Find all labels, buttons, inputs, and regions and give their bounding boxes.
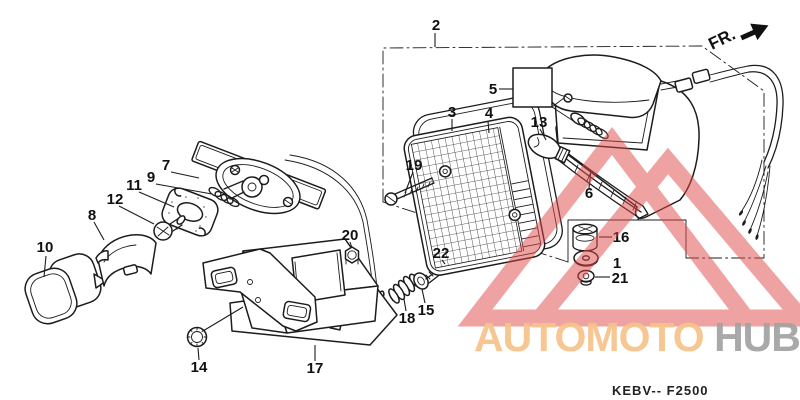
part-label-19: 19 — [406, 157, 423, 174]
part-label-15: 15 — [418, 302, 435, 319]
part-label-3: 3 — [448, 104, 456, 121]
collar-15 — [413, 272, 429, 290]
part-label-5: 5 — [489, 81, 497, 98]
part-label-18: 18 — [399, 310, 416, 327]
socket-spring — [208, 186, 240, 208]
part-label-6: 6 — [585, 185, 593, 202]
watermark-brand: AUTOMOTO HUB — [474, 314, 800, 360]
part-label-1: 1 — [613, 255, 621, 272]
front-direction-marker: FR. — [705, 23, 769, 54]
part-label-10: 10 — [37, 239, 54, 256]
part-label-14: 14 — [191, 359, 208, 376]
part-label-13: 13 — [531, 114, 548, 131]
front-direction-arrow-icon — [740, 23, 769, 41]
bracket-assembly — [202, 238, 398, 346]
part-label-20: 20 — [342, 227, 359, 244]
wire-harness — [660, 64, 784, 240]
diagram-code: KEBV-- F2500 — [612, 383, 709, 398]
part-label-7: 7 — [162, 157, 170, 174]
part-label-11: 11 — [126, 177, 142, 194]
watermark: AUTOMOTO HUB — [457, 127, 800, 360]
taillight-lens-group — [403, 96, 563, 276]
taillight-bulb — [527, 133, 571, 164]
watermark-brand-primary: AUTOMOTO — [474, 314, 704, 360]
part-label-4: 4 — [485, 105, 494, 122]
part-label-22: 22 — [433, 245, 450, 262]
rubber-boot — [24, 253, 107, 325]
license-bulb — [153, 215, 186, 241]
grommet-16 — [572, 223, 598, 252]
part-label-9: 9 — [147, 169, 155, 186]
part-label-12: 12 — [107, 191, 124, 208]
part-label-2: 2 — [432, 17, 440, 34]
front-direction-label: FR. — [705, 25, 738, 54]
lens-screw-19 — [384, 177, 435, 206]
part-label-21: 21 — [612, 270, 629, 287]
part-labels: 1 2 3 4 5 6 7 8 9 10 11 12 13 14 15 16 1… — [37, 17, 630, 377]
mount-nut-20 — [344, 246, 360, 265]
light-cover — [95, 234, 157, 287]
part-label-17: 17 — [307, 360, 324, 377]
callout-box-5 — [512, 67, 553, 108]
part-label-8: 8 — [88, 207, 96, 224]
watermark-triangle2-icon — [522, 147, 800, 327]
watermark-brand-secondary: HUB — [714, 314, 800, 360]
mount-nut-14 — [186, 326, 208, 348]
